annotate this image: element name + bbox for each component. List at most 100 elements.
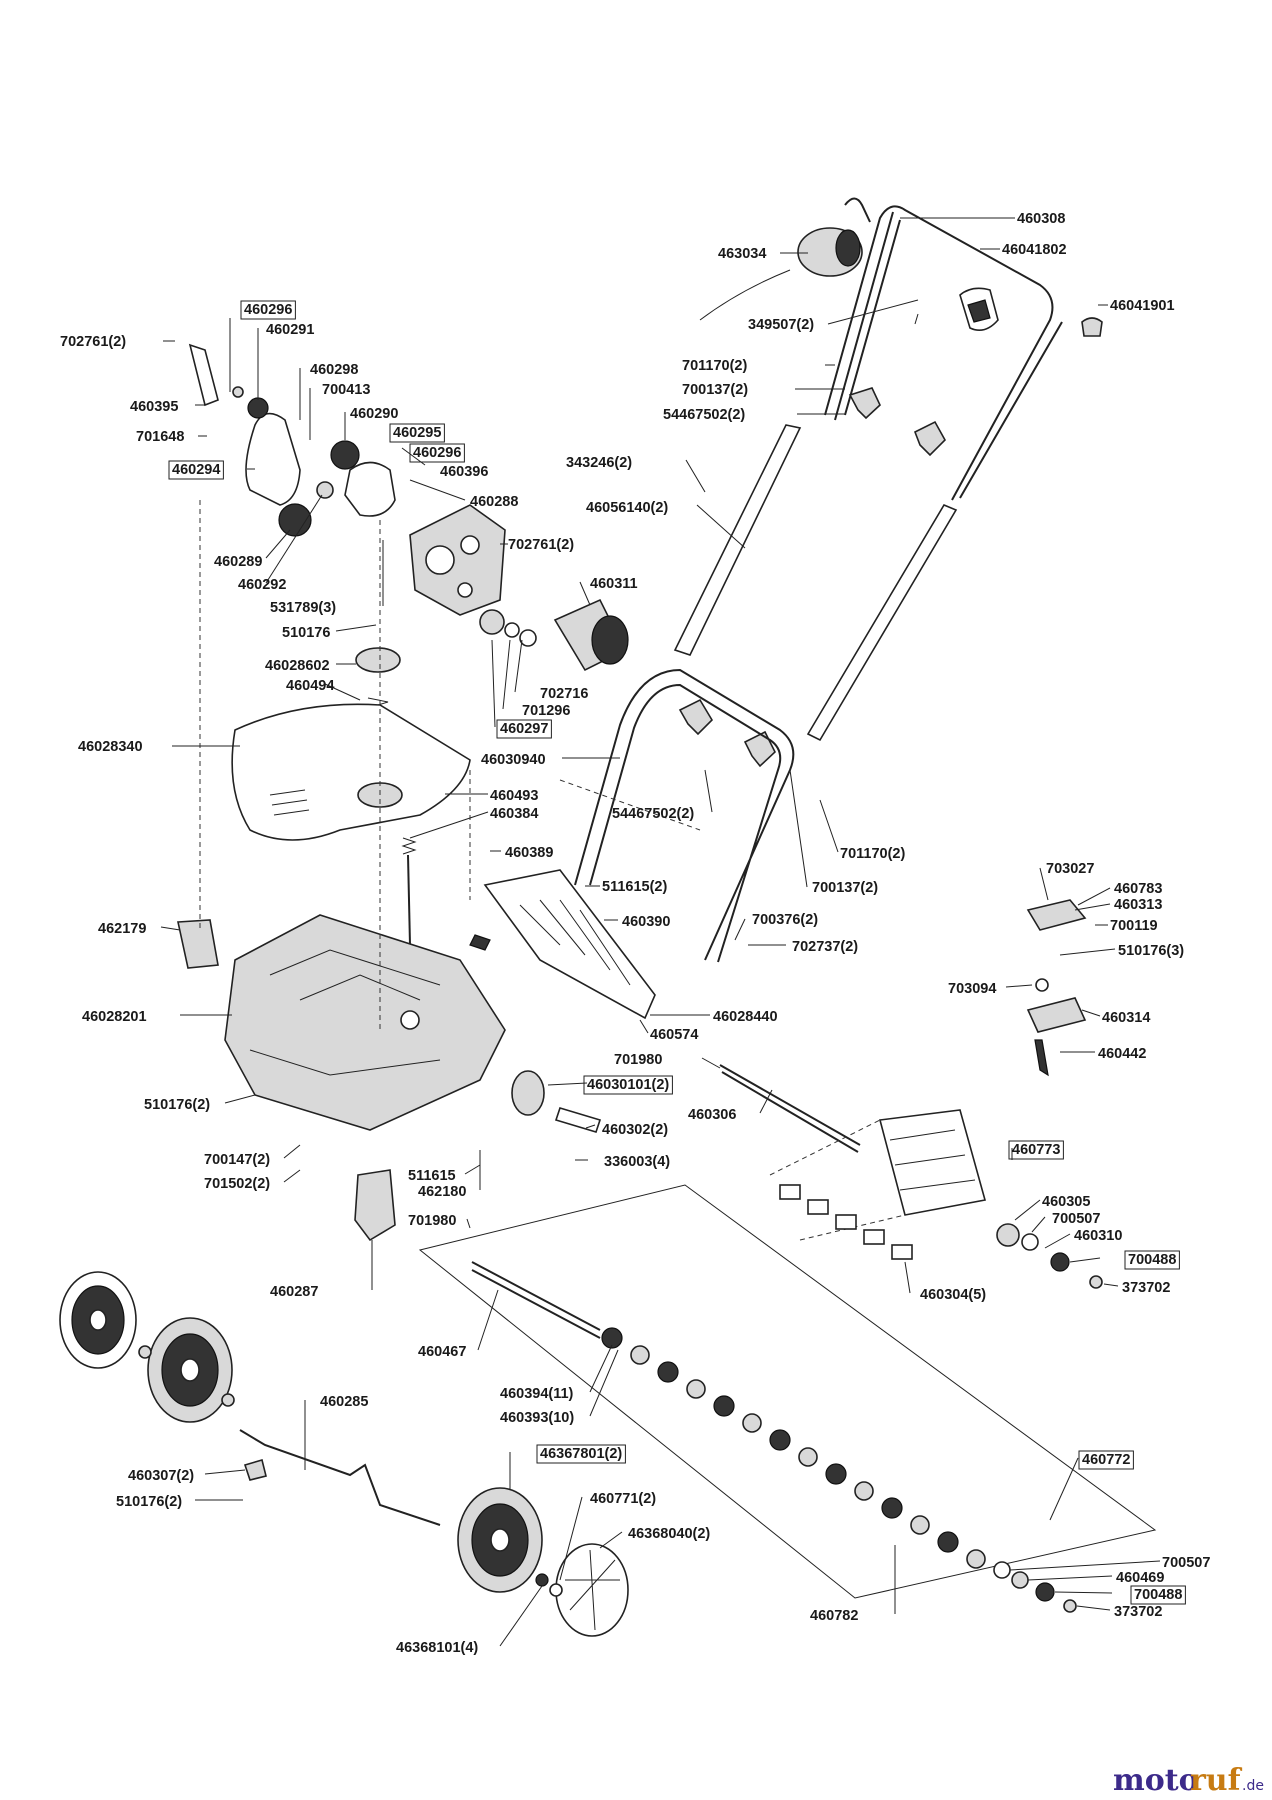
part-label-46028602: 46028602: [265, 658, 330, 674]
part-label-700507-a: 700507: [1052, 1211, 1100, 1227]
part-label-460310: 460310: [1074, 1228, 1122, 1244]
part-label-460469: 460469: [1116, 1570, 1164, 1586]
part-label-460442: 460442: [1098, 1046, 1146, 1062]
brand-logo: moto ruf .de: [1113, 1763, 1264, 1798]
part-label-460295: 460295: [393, 425, 441, 441]
rear-axle: [239, 1429, 441, 1526]
main-deck-hub: [400, 1010, 420, 1030]
leader-lines: [160, 217, 1161, 1647]
part-label-700413: 700413: [322, 382, 370, 398]
scarifier-blades: [601, 1327, 986, 1569]
part-label-510176-2-b: 510176(2): [116, 1494, 182, 1510]
main-deck-inner: [249, 949, 441, 1076]
part-label-460287: 460287: [270, 1284, 318, 1300]
part-label-700137-2-a: 700137(2): [682, 382, 748, 398]
pulley-460289: [278, 503, 312, 537]
part-label-463034: 463034: [718, 246, 766, 262]
part-label-460390: 460390: [622, 914, 670, 930]
bracket-460395: [188, 343, 219, 407]
upper-handle-outline: [834, 211, 894, 421]
washer-700507: [1021, 1233, 1039, 1251]
spacer-460304-a: [779, 1184, 801, 1200]
part-label-46030940: 46030940: [481, 752, 546, 768]
part-label-460314: 460314: [1102, 1010, 1150, 1026]
axle-460302: [554, 1107, 602, 1133]
part-label-703027: 703027: [1046, 861, 1094, 877]
part-label-46368101-4: 46368101(4): [396, 1640, 478, 1656]
spring-460574: [469, 934, 491, 951]
part-label-box-460297: [496, 719, 552, 739]
belt-460294: [245, 412, 301, 506]
part-label-510176-3: 510176(3): [1118, 943, 1184, 959]
part-label-511615-2: 511615(2): [602, 879, 667, 895]
part-label-701648: 701648: [136, 429, 184, 445]
label-plate: [177, 919, 219, 969]
spacer-460304-e: [891, 1244, 913, 1260]
part-label-460494: 460494: [286, 678, 334, 694]
part-label-460574: 460574: [650, 1027, 698, 1043]
washer-700507-b: [993, 1561, 1011, 1579]
part-label-460389: 460389: [505, 845, 553, 861]
top-cover: [231, 703, 471, 841]
handle-clamp: [1026, 899, 1087, 1077]
cable-clip: [959, 287, 999, 331]
part-label-701170-2-b: 701170(2): [840, 846, 905, 862]
part-label-460467: 460467: [418, 1344, 466, 1360]
gear-housing: [409, 504, 506, 616]
part-label-460291: 460291: [266, 322, 314, 338]
part-label-460772: 460772: [1082, 1452, 1130, 1468]
brand-logo-suffix: .de: [1242, 1778, 1264, 1794]
part-label-460294: 460294: [172, 462, 220, 478]
part-label-701980-b: 701980: [408, 1213, 456, 1229]
part-label-373702-b: 373702: [1114, 1604, 1162, 1620]
part-label-702761-2-b: 702761(2): [508, 537, 574, 553]
knob-lower-a: [678, 698, 714, 736]
lower-handle: [574, 668, 795, 963]
part-label-343246-2: 343246(2): [566, 455, 632, 471]
part-label-46041901: 46041901: [1110, 298, 1175, 314]
motor: [479, 598, 629, 672]
part-label-box-700488-a: [1124, 1250, 1180, 1270]
part-label-511615: 511615: [408, 1168, 456, 1184]
part-label-box-460773: [1008, 1140, 1064, 1160]
part-label-460394-11: 460394(11): [500, 1386, 574, 1402]
part-label-700507-b: 700507: [1162, 1555, 1210, 1571]
part-label-460773: 460773: [1012, 1142, 1060, 1158]
part-label-54467502-2-a: 54467502(2): [663, 407, 745, 423]
wheel-rear-left-2: [147, 1317, 233, 1423]
part-label-46028440: 46028440: [713, 1009, 778, 1025]
part-label-460307-2: 460307(2): [128, 1468, 194, 1484]
hub-cap-left: [138, 1345, 152, 1359]
middle-tube-right: [806, 503, 958, 742]
bearing-700488-b: [1035, 1582, 1055, 1602]
brand-logo-part2: ruf: [1190, 1763, 1243, 1798]
part-label-box-460294: [168, 460, 224, 480]
part-label-box-460295: [389, 423, 445, 443]
lever-rod: [407, 854, 411, 946]
bearing-46368101: [535, 1573, 549, 1587]
part-label-46041802: 46041802: [1002, 242, 1067, 258]
clip-460771: [549, 1583, 563, 1597]
bearing-460469: [1011, 1571, 1029, 1589]
part-label-460782: 460782: [810, 1608, 858, 1624]
height-adjuster: [354, 1169, 396, 1242]
part-label-460308: 460308: [1017, 211, 1065, 227]
bolt-373702: [1089, 1275, 1103, 1289]
front-wheel: [511, 1070, 545, 1116]
part-label-701980-a: 701980: [614, 1052, 662, 1068]
part-label-460296-b: 460296: [413, 445, 461, 461]
part-label-460297: 460297: [500, 721, 548, 737]
spacer-460304-d: [863, 1229, 885, 1245]
part-label-462179: 462179: [98, 921, 146, 937]
part-label-460285: 460285: [320, 1394, 368, 1410]
pulley-460291: [247, 397, 269, 419]
part-label-46030101-2: 46030101(2): [587, 1077, 669, 1093]
part-label-460296-a: 460296: [244, 302, 292, 318]
hub-cap-left-2: [221, 1393, 235, 1407]
part-label-46028340: 46028340: [78, 739, 143, 755]
part-label-46368040-2: 46368040(2): [628, 1526, 710, 1542]
top-cover-vents: [269, 789, 310, 816]
part-label-460396: 460396: [440, 464, 488, 480]
bracket-460307: [243, 1458, 267, 1481]
